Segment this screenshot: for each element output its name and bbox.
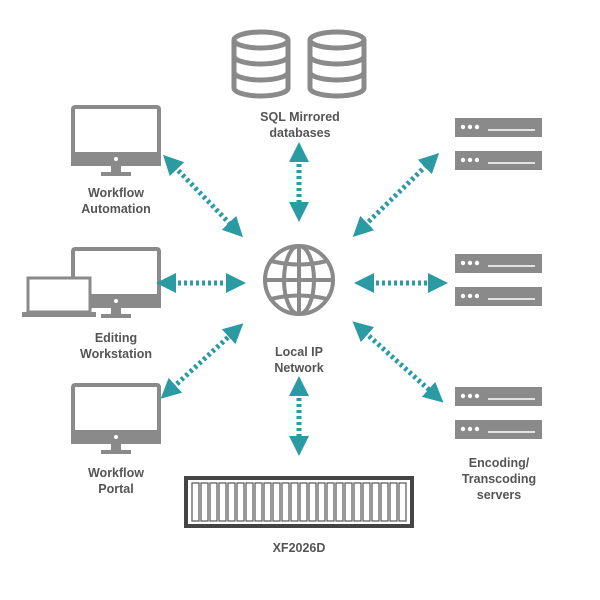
storage-array-icon — [184, 476, 414, 528]
drive-bay — [254, 482, 263, 522]
drive-bay — [227, 482, 236, 522]
drive-bay — [245, 482, 254, 522]
monitor-icon — [71, 383, 161, 454]
server-icon — [455, 118, 542, 170]
globe-icon — [263, 244, 335, 316]
drive-bay — [281, 482, 290, 522]
database-icon — [231, 29, 291, 99]
drive-bay — [371, 482, 380, 522]
server-icon — [455, 387, 542, 439]
arrow-servers-bottom — [352, 321, 444, 403]
drive-bay — [389, 482, 398, 522]
drive-bay — [191, 482, 200, 522]
drive-bay — [380, 482, 389, 522]
arrow-workflow-automation — [163, 154, 243, 238]
monitor-icon — [71, 105, 161, 176]
drive-bay — [398, 482, 407, 522]
drive-bay — [317, 482, 326, 522]
label-storage: XF2026D — [272, 541, 326, 555]
arrow-workflow-portal — [160, 323, 244, 399]
drive-bay — [362, 482, 371, 522]
drive-bay — [290, 482, 299, 522]
drive-bay — [200, 482, 209, 522]
database-icon — [307, 29, 367, 99]
drive-bay — [236, 482, 245, 522]
connection-arrows — [156, 142, 448, 456]
drive-bay — [335, 482, 344, 522]
arrow-servers-top — [352, 153, 440, 237]
drive-bay — [299, 482, 308, 522]
drive-bay — [308, 482, 317, 522]
drive-bay — [263, 482, 272, 522]
drive-bay — [326, 482, 335, 522]
drive-bay — [353, 482, 362, 522]
laptop-icon — [22, 276, 96, 317]
drive-bay — [272, 482, 281, 522]
drive-bay — [218, 482, 227, 522]
server-icon — [455, 254, 542, 306]
drive-bay — [209, 482, 218, 522]
drive-bay — [344, 482, 353, 522]
